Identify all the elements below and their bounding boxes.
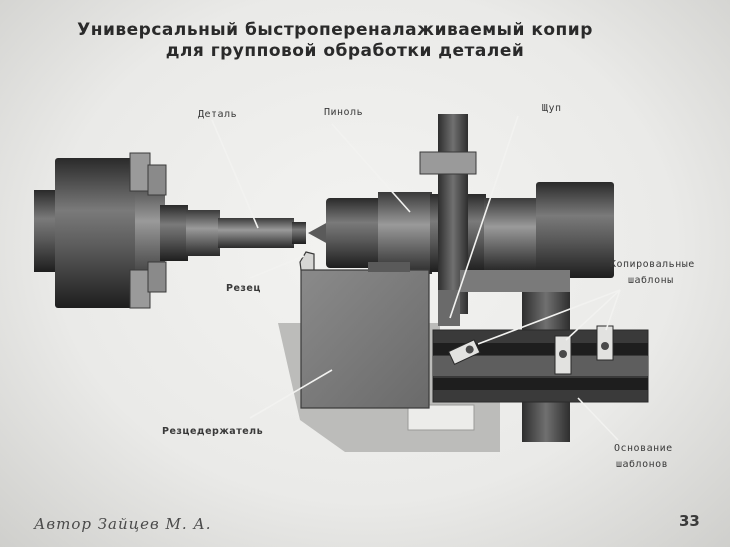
leader-template-2 bbox=[565, 289, 621, 341]
workpiece-tip bbox=[292, 222, 306, 244]
quill-front bbox=[326, 198, 382, 268]
label-template-base-2: шаблонов bbox=[616, 459, 669, 470]
tool-holder-top bbox=[368, 262, 410, 272]
leader-tool-holder bbox=[249, 369, 333, 419]
leader-template-base bbox=[577, 397, 619, 441]
label-probe: Щуп bbox=[542, 103, 562, 114]
chuck-jaw-top-2 bbox=[147, 164, 167, 196]
label-pinol: Пиноль bbox=[324, 107, 364, 118]
template-2 bbox=[554, 335, 572, 375]
quill-rear bbox=[484, 198, 540, 270]
chuck-body bbox=[55, 158, 145, 308]
chuck-jaw-bottom-2 bbox=[147, 261, 167, 293]
tool-holder bbox=[300, 269, 430, 409]
leader-detail bbox=[211, 119, 259, 229]
leader-template-3 bbox=[605, 289, 621, 331]
title-line-1: Универсальный быстропереналаживаемый коп… bbox=[77, 20, 593, 40]
author-credit: Автор Зайцев М. А. bbox=[34, 515, 212, 533]
template-base-track-1 bbox=[433, 343, 648, 355]
template-base-track-2 bbox=[433, 378, 648, 390]
label-cutter: Резец bbox=[226, 283, 261, 294]
probe-bracket bbox=[460, 270, 570, 292]
carriage-slot bbox=[407, 404, 475, 431]
leader-probe bbox=[449, 115, 519, 319]
label-detail: Деталь bbox=[198, 109, 238, 120]
template-3 bbox=[596, 325, 614, 361]
label-copy-templates-1: Копировальные bbox=[610, 259, 695, 270]
quill-ring bbox=[378, 192, 432, 274]
leader-cutter bbox=[249, 255, 305, 279]
template-base-light bbox=[433, 356, 648, 376]
label-tool-holder: Резцедержатель bbox=[162, 426, 264, 437]
label-copy-templates-2: шаблоны bbox=[628, 275, 674, 286]
template-1 bbox=[447, 339, 481, 365]
leader-pinol bbox=[331, 123, 411, 213]
workpiece-collar bbox=[160, 205, 188, 261]
probe-arm bbox=[438, 290, 460, 326]
label-template-base-1: Основание bbox=[614, 443, 673, 454]
probe-nut bbox=[419, 151, 477, 175]
tailstock-center bbox=[308, 222, 328, 244]
title-line-2: для групповой обработки деталей bbox=[165, 41, 525, 61]
workpiece-body bbox=[186, 210, 220, 256]
chuck-jaw-top bbox=[129, 152, 151, 192]
page-number: 33 bbox=[679, 512, 700, 530]
chuck-jaw-bottom bbox=[129, 269, 151, 309]
tailstock-body bbox=[536, 182, 614, 278]
leader-template-1 bbox=[477, 289, 621, 345]
